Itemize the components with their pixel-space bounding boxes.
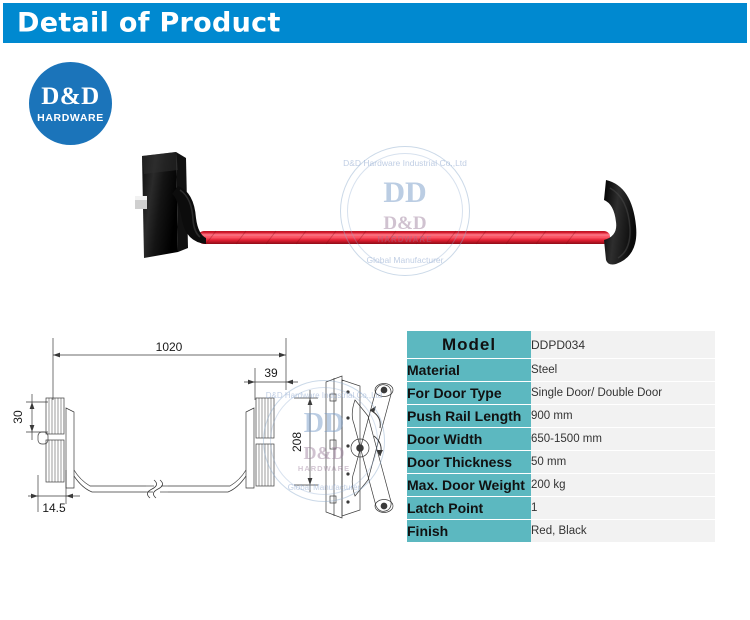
page-header-bar: Detail of Product [3, 3, 747, 43]
spec-value-push-rail-length: 900 mm [531, 405, 715, 427]
spec-value-for-door-type: Single Door/ Double Door [531, 382, 715, 404]
page-title: Detail of Product [17, 7, 281, 39]
spec-value-door-width: 650-1500 mm [531, 428, 715, 450]
table-row: Max. Door Weight 200 kg [407, 474, 715, 496]
end-cap-right [604, 180, 637, 265]
table-row: Material Steel [407, 359, 715, 381]
drawing-svg: 1020 39 30 14.5 208 [11, 338, 394, 519]
product-photo-illustration [135, 152, 637, 265]
technical-drawing: D&D Hardware Industrial Co.,Ltd DD D&D H… [8, 320, 403, 540]
brand-logo: D&D HARDWARE [29, 62, 112, 145]
dimension-label-top-detail-height: 30 [11, 410, 25, 424]
spec-label-for-door-type: For Door Type [407, 382, 531, 404]
push-rail [198, 230, 610, 245]
spec-label-finish: Finish [407, 520, 531, 542]
spec-label-model: Model [407, 331, 531, 358]
table-row: Model DDPD034 [407, 331, 715, 358]
table-row: Push Rail Length 900 mm [407, 405, 715, 427]
spec-label-push-rail-length: Push Rail Length [407, 405, 531, 427]
specification-table-body: Model DDPD034 Material Steel For Door Ty… [407, 331, 715, 542]
brand-logo-name: D&D [41, 82, 100, 110]
dimension-label-mounting-offset: 14.5 [42, 501, 66, 515]
spec-label-material: Material [407, 359, 531, 381]
table-row: Latch Point 1 [407, 497, 715, 519]
spec-label-latch-point: Latch Point [407, 497, 531, 519]
spec-label-door-width: Door Width [407, 428, 531, 450]
table-row: For Door Type Single Door/ Double Door [407, 382, 715, 404]
table-row: Finish Red, Black [407, 520, 715, 542]
spec-value-latch-point: 1 [531, 497, 715, 519]
latch-housing-left [135, 152, 206, 258]
spec-value-finish: Red, Black [531, 520, 715, 542]
spec-value-model: DDPD034 [531, 331, 715, 358]
spec-label-max-door-weight: Max. Door Weight [407, 474, 531, 496]
spec-value-material: Steel [531, 359, 715, 381]
spec-value-max-door-weight: 200 kg [531, 474, 715, 496]
spec-label-door-thickness: Door Thickness [407, 451, 531, 473]
table-row: Door Thickness 50 mm [407, 451, 715, 473]
brand-logo-tagline: HARDWARE [37, 111, 104, 124]
product-photo: D&D Hardware Industrial Co.,Ltd DD D&D H… [120, 140, 680, 290]
dimension-label-overall-length: 1020 [156, 340, 183, 354]
spec-value-door-thickness: 50 mm [531, 451, 715, 473]
specification-table: Model DDPD034 Material Steel For Door Ty… [407, 330, 715, 543]
table-row: Door Width 650-1500 mm [407, 428, 715, 450]
dimension-label-overall-height: 208 [290, 432, 304, 452]
dimension-label-end-cap-width: 39 [264, 366, 278, 380]
